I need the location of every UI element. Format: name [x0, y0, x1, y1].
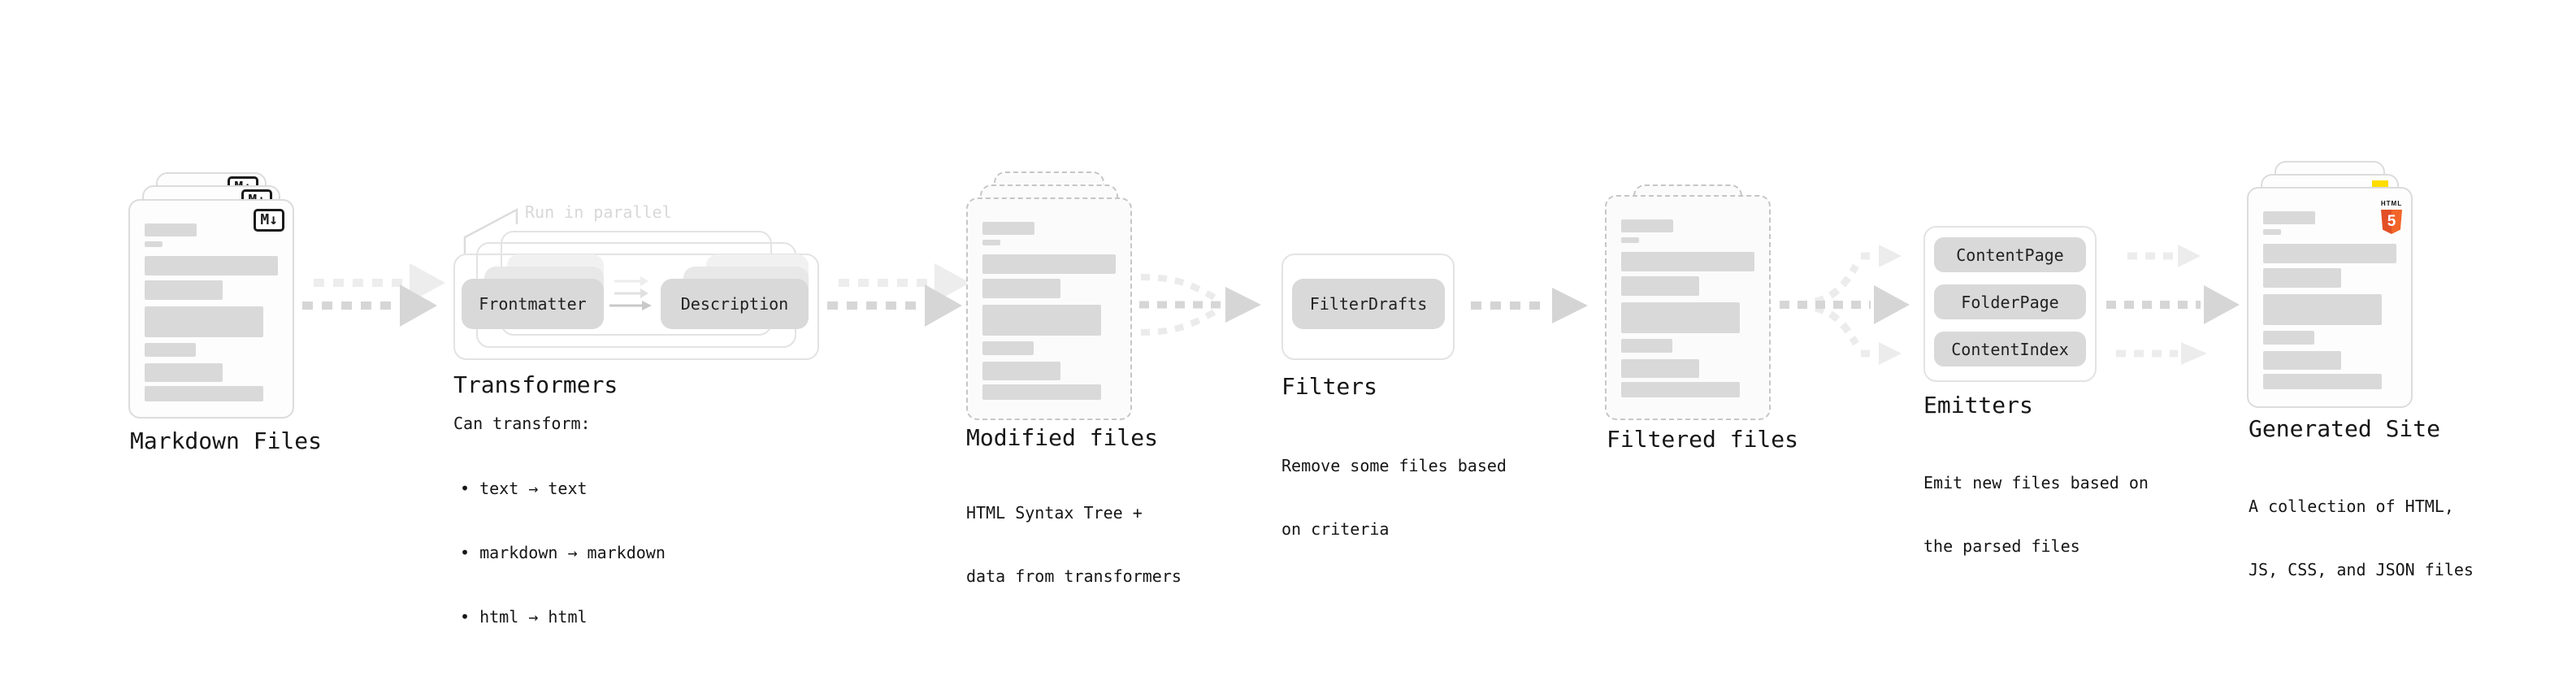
text-placeholder-bar — [982, 222, 1034, 235]
text-placeholder-bar — [2263, 229, 2281, 235]
text-placeholder-bar — [145, 256, 278, 275]
modified-file-card-front — [966, 197, 1132, 420]
html5-icon-label: HTML — [2380, 200, 2403, 207]
text-placeholder-bar — [1621, 219, 1673, 232]
transform-arrows — [609, 276, 652, 310]
subtitle-line: A collection of HTML, — [2249, 497, 2454, 516]
filterdrafts-pill: FilterDrafts — [1292, 279, 1445, 329]
text-placeholder-bar — [145, 386, 263, 401]
text-placeholder-bar — [2263, 351, 2341, 370]
generated-site-title: Generated Site — [2249, 415, 2441, 442]
contentindex-pill: ContentIndex — [1934, 332, 2086, 367]
text-placeholder-bar — [1621, 252, 1754, 271]
text-placeholder-bar — [2263, 268, 2341, 288]
generated-site-subtitle: A collection of HTML, JS, CSS, and JSON … — [2249, 453, 2474, 622]
transformer-frame-front — [453, 254, 819, 360]
markdown-files-title: Markdown Files — [130, 427, 323, 454]
folderpage-pill: FolderPage — [1934, 284, 2086, 319]
filtered-files-title: Filtered files — [1607, 426, 1799, 453]
filters-subtitle: Remove some files based on criteria — [1281, 413, 1507, 582]
markdown-icon: M↓ — [254, 209, 284, 232]
text-placeholder-bar — [1621, 276, 1699, 296]
text-placeholder-bar — [2263, 374, 2382, 389]
text-placeholder-bar — [1621, 339, 1672, 353]
text-placeholder-bar — [145, 343, 196, 357]
html5-icon-number: 5 — [2387, 213, 2396, 230]
transformers-description: Can transform: — [453, 414, 591, 433]
generated-file-card-html: HTML 5 — [2247, 187, 2413, 408]
markdown-file-card-front: M↓ — [128, 199, 294, 419]
text-placeholder-bar — [145, 241, 163, 247]
html5-icon-shield: 5 — [2381, 210, 2402, 234]
filtered-file-card-front — [1605, 195, 1771, 420]
arrow-modified-to-filters — [1139, 274, 1261, 336]
description-pill: Description — [661, 279, 809, 329]
text-placeholder-bar — [982, 341, 1034, 355]
arrow-filters-to-filtered — [1471, 288, 1588, 323]
modified-files-subtitle: HTML Syntax Tree + data from transformer… — [966, 460, 1182, 629]
arrow-transformers-to-modified — [827, 263, 970, 327]
text-placeholder-bar — [145, 363, 223, 382]
frontmatter-pill: Frontmatter — [462, 279, 604, 329]
capability-item: • markdown → markdown — [460, 543, 666, 562]
parallel-callout-line — [463, 207, 518, 254]
arrow-filtered-to-emitters — [1780, 245, 1910, 365]
emitters-title: Emitters — [1923, 392, 2033, 419]
capability-item: • html → html — [460, 607, 588, 627]
text-placeholder-bar — [982, 279, 1060, 298]
subtitle-line: JS, CSS, and JSON files — [2249, 560, 2474, 579]
text-placeholder-bar — [2263, 211, 2315, 224]
arrow-markdown-to-transformers — [302, 263, 445, 327]
html5-icon: HTML 5 — [2380, 193, 2403, 234]
contentpage-pill: ContentPage — [1934, 237, 2086, 272]
text-placeholder-bar — [982, 362, 1060, 380]
text-placeholder-bar — [1621, 237, 1639, 243]
filters-title: Filters — [1281, 373, 1378, 400]
subtitle-line: data from transformers — [966, 566, 1182, 586]
capability-item: • text → text — [460, 479, 588, 498]
subtitle-line: Emit new files based on — [1923, 473, 2149, 492]
subtitle-line: on criteria — [1281, 519, 1390, 539]
modified-files-title: Modified files — [966, 424, 1159, 451]
arrow-emitters-to-generated — [2106, 245, 2240, 365]
text-placeholder-bar — [982, 305, 1101, 336]
text-placeholder-bar — [145, 280, 223, 300]
emitters-subtitle: Emit new files based on the parsed files — [1923, 430, 2149, 599]
text-placeholder-bar — [982, 384, 1101, 400]
transformers-capability-list: • text → text • markdown → markdown • ht… — [460, 436, 666, 670]
text-placeholder-bar — [2263, 331, 2314, 345]
subtitle-line: Remove some files based — [1281, 456, 1507, 475]
subtitle-line: HTML Syntax Tree + — [966, 503, 1143, 523]
text-placeholder-bar — [2263, 244, 2396, 263]
text-placeholder-bar — [1621, 382, 1740, 397]
text-placeholder-bar — [1621, 359, 1699, 378]
run-in-parallel-label: Run in parallel — [525, 202, 672, 222]
text-placeholder-bar — [145, 223, 197, 236]
text-placeholder-bar — [1621, 302, 1740, 333]
text-placeholder-bar — [982, 240, 1000, 245]
text-placeholder-bar — [145, 306, 263, 337]
transformers-title: Transformers — [453, 371, 618, 398]
text-placeholder-bar — [2263, 294, 2382, 325]
subtitle-line: the parsed files — [1923, 536, 2080, 556]
text-placeholder-bar — [982, 254, 1116, 274]
